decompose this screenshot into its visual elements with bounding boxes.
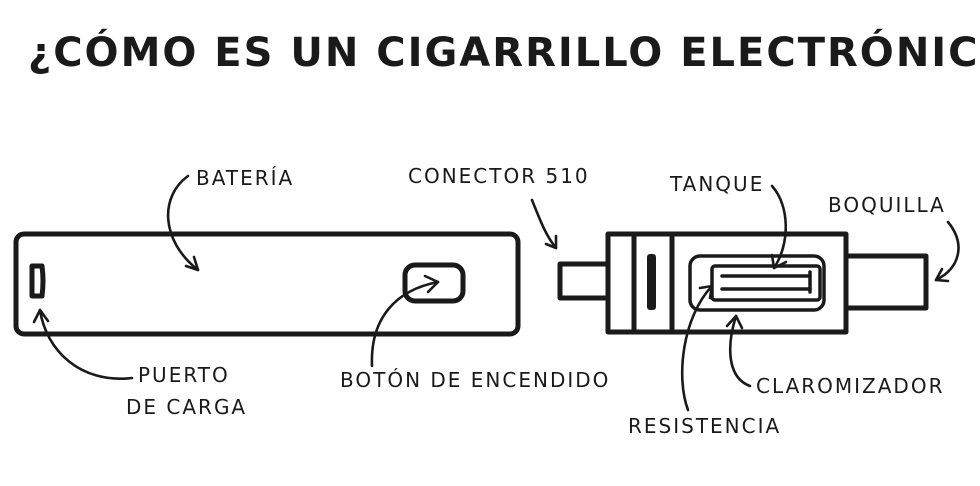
arrow-puerto bbox=[32, 308, 134, 380]
battery-body bbox=[13, 231, 521, 337]
label-tanque: TANQUE bbox=[669, 172, 764, 196]
claromizer bbox=[710, 264, 822, 302]
label-resistencia: RESISTENCIA bbox=[628, 414, 781, 438]
label-claromizador: CLAROMIZADOR bbox=[756, 374, 944, 398]
label-puerto-line2: DE CARGA bbox=[126, 395, 247, 419]
diagram-title: ¿CÓMO ES UN CIGARRILLO ELECTRÓNICO? bbox=[28, 28, 980, 76]
label-bateria: BATERÍA bbox=[196, 166, 294, 190]
power-button bbox=[402, 262, 466, 304]
arrow-boquilla bbox=[934, 220, 960, 283]
arrow-bateria bbox=[166, 174, 200, 272]
airflow-slot bbox=[647, 254, 656, 310]
label-boquilla: BOQUILLA bbox=[828, 193, 946, 217]
arrow-conector bbox=[530, 198, 558, 250]
tank-window bbox=[688, 254, 826, 312]
label-puerto-line1: PUERTO bbox=[138, 363, 230, 387]
arrow-tanque bbox=[770, 184, 788, 270]
label-conector-510: CONECTOR 510 bbox=[408, 164, 590, 188]
arrow-boton bbox=[370, 274, 440, 368]
label-boton: BOTÓN DE ENCENDIDO bbox=[340, 368, 610, 392]
connector-510 bbox=[557, 261, 611, 301]
charging-port bbox=[29, 263, 46, 299]
arrow-claromizador bbox=[725, 314, 752, 388]
arrow-resistencia bbox=[680, 284, 714, 412]
mouthpiece bbox=[843, 253, 929, 311]
